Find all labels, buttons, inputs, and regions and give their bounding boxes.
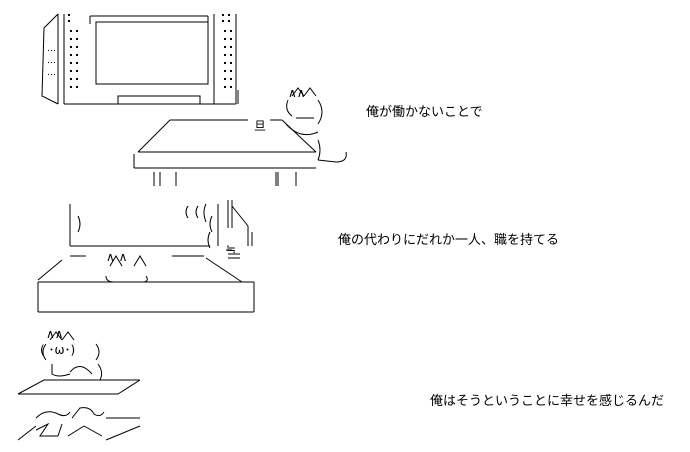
caption-line-1: 俺が働かないことで	[366, 105, 483, 120]
cat-ears-top: ∧∧	[288, 86, 306, 100]
caption-line-3: 俺はそうということに幸せを感じるんだ	[430, 394, 665, 409]
caption-line-2: 俺の代わりにだれか一人、職を持てる	[338, 233, 560, 248]
cat-on-mat-drawing	[17, 331, 141, 441]
cat-face: ( ･ω･)	[40, 343, 76, 357]
tv-drawing	[41, 13, 239, 105]
cat-ears-low: ∧∧	[46, 327, 64, 341]
monitor-stand-mark: 旦	[254, 119, 267, 133]
table-drawing	[133, 87, 347, 186]
stove-mark: ≒	[226, 242, 237, 256]
bath-drawing	[37, 200, 255, 313]
cat-ears-mid: ∧ ∧	[106, 250, 128, 264]
